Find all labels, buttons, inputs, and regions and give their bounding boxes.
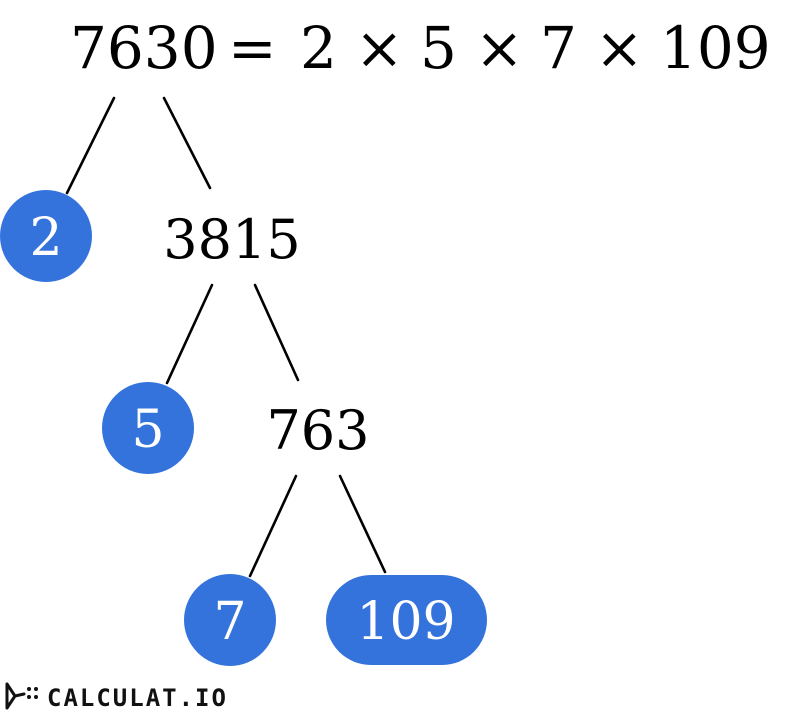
equation-factor: 109 (660, 14, 771, 82)
edge-763-to-109 (338, 474, 387, 574)
equation-times: × (475, 14, 524, 82)
leaf-2-label: 2 (29, 208, 62, 268)
equation-equals: = (228, 14, 277, 82)
equation-factor: 7 (540, 14, 577, 82)
leaf-5: 5 (102, 382, 194, 474)
equation-times: × (595, 14, 644, 82)
edge-763-to-7 (248, 474, 298, 578)
leaf-7-bubble (184, 574, 276, 666)
node-763: 763 (266, 399, 369, 462)
node-3815: 3815 (163, 208, 300, 271)
leaf-5-label: 5 (131, 400, 164, 460)
calculator-hand-icon (5, 682, 38, 710)
leaf-5-bubble (102, 382, 194, 474)
equation-factor: 2 (300, 14, 337, 82)
tree-edges (65, 96, 387, 578)
equation-times: × (355, 14, 404, 82)
brand-name: CALCULAT.IO (47, 684, 228, 712)
equation-number: 7630 (70, 14, 218, 82)
factorization-equation: 7630 = 2 × 5 × 7 × 109 (70, 14, 771, 82)
leaf-2: 2 (0, 190, 92, 282)
edge-3815-to-5 (165, 283, 214, 385)
leaf-7-label: 7 (213, 592, 246, 652)
calculat-logo: CALCULAT.IO (5, 682, 228, 712)
leaf-109-bubble (326, 575, 487, 665)
edge-3815-to-763 (253, 283, 300, 382)
leaf-2-bubble (0, 190, 92, 282)
edge-root-to-2 (65, 96, 116, 195)
edge-root-to-3815 (162, 96, 212, 190)
equation-factor: 5 (420, 14, 457, 82)
leaf-7: 7 (184, 574, 276, 666)
leaf-109: 109 (326, 575, 487, 665)
leaf-109-label: 109 (356, 592, 455, 652)
